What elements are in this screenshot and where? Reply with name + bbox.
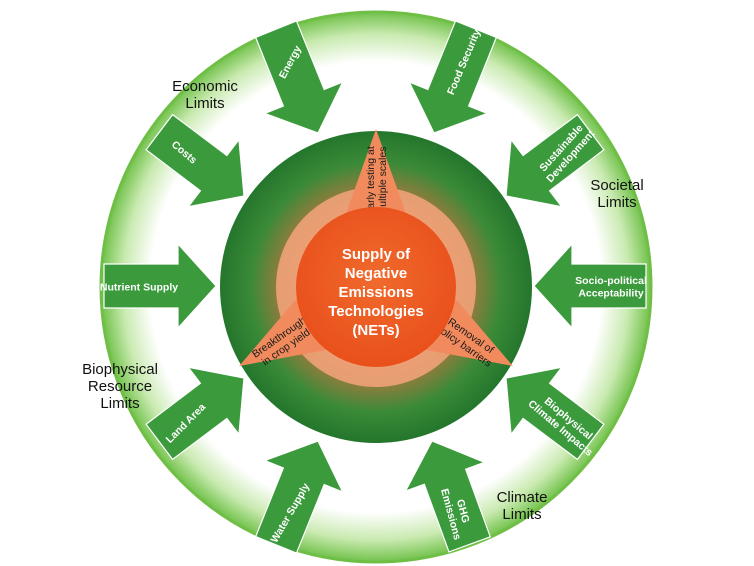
pressure-label-nutrient-supply: Nutrient Supply <box>100 281 178 293</box>
pressure-arrow-ghg-emissions: GHGEmissions <box>404 440 492 553</box>
driver-arrow-crop-yields: Breakthroughsin crop yields <box>239 288 340 368</box>
pressure-arrow-costs: Costs <box>145 113 245 208</box>
driver-arrow-early-testing: Early testing atmultiple scales <box>342 129 410 225</box>
driver-label-early-testing: Early testing atmultiple scales <box>365 146 389 216</box>
pressure-arrow-water-supply: Water Supply <box>254 440 344 554</box>
pressure-arrow-energy: Energy <box>254 20 344 134</box>
pressure-arrow-food-security: Food Security <box>408 20 498 134</box>
pressure-arrow-nutrient-supply: Nutrient Supply <box>100 242 217 330</box>
pressure-arrow-land-area: Land Area <box>145 366 245 461</box>
nets-core-circle <box>296 207 456 367</box>
